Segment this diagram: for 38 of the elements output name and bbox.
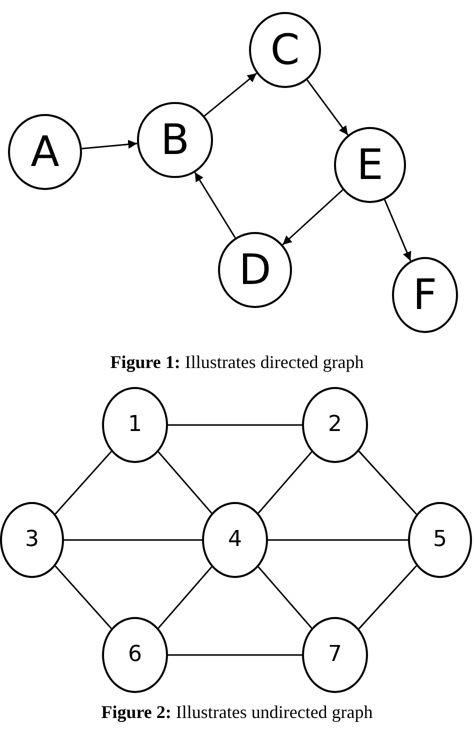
node-label: 7 (328, 644, 342, 666)
node-label: E (356, 144, 384, 186)
node-label: 6 (128, 644, 142, 666)
connector-line (258, 451, 312, 514)
arrow (204, 72, 258, 117)
connector-line (158, 451, 212, 514)
graph-node (302, 387, 368, 463)
arrow (194, 172, 236, 238)
node-label: D (238, 249, 272, 291)
node-label: C (270, 29, 300, 71)
graph-node (102, 617, 168, 693)
figure-caption: Figure 2: Illustrates undirected graph (101, 702, 373, 722)
connector-line (358, 450, 418, 515)
connector-line (64, 539, 202, 541)
node-label: B (160, 119, 190, 161)
arrow (384, 199, 412, 262)
connector-line (258, 566, 312, 629)
figure-caption: Figure 1: Illustrates directed graph (110, 352, 364, 372)
connector-line (168, 654, 302, 656)
graph-node (202, 502, 268, 578)
arrow (82, 140, 138, 150)
arrow (306, 80, 348, 136)
connector-line (268, 539, 408, 541)
node-label: 3 (25, 529, 39, 551)
arrow (282, 189, 344, 246)
node-label: A (30, 131, 60, 173)
connector-line (168, 424, 302, 426)
connector-line (358, 565, 418, 630)
node-label: 4 (228, 529, 242, 551)
node-label: 1 (128, 414, 142, 436)
connector-line (54, 566, 112, 630)
node-label: F (412, 274, 438, 316)
node-label: 5 (433, 529, 447, 551)
node-label: 2 (328, 414, 342, 436)
graph-node (302, 617, 368, 693)
graph-node (102, 387, 168, 463)
connector-line (158, 566, 212, 629)
connector-line (54, 450, 112, 514)
